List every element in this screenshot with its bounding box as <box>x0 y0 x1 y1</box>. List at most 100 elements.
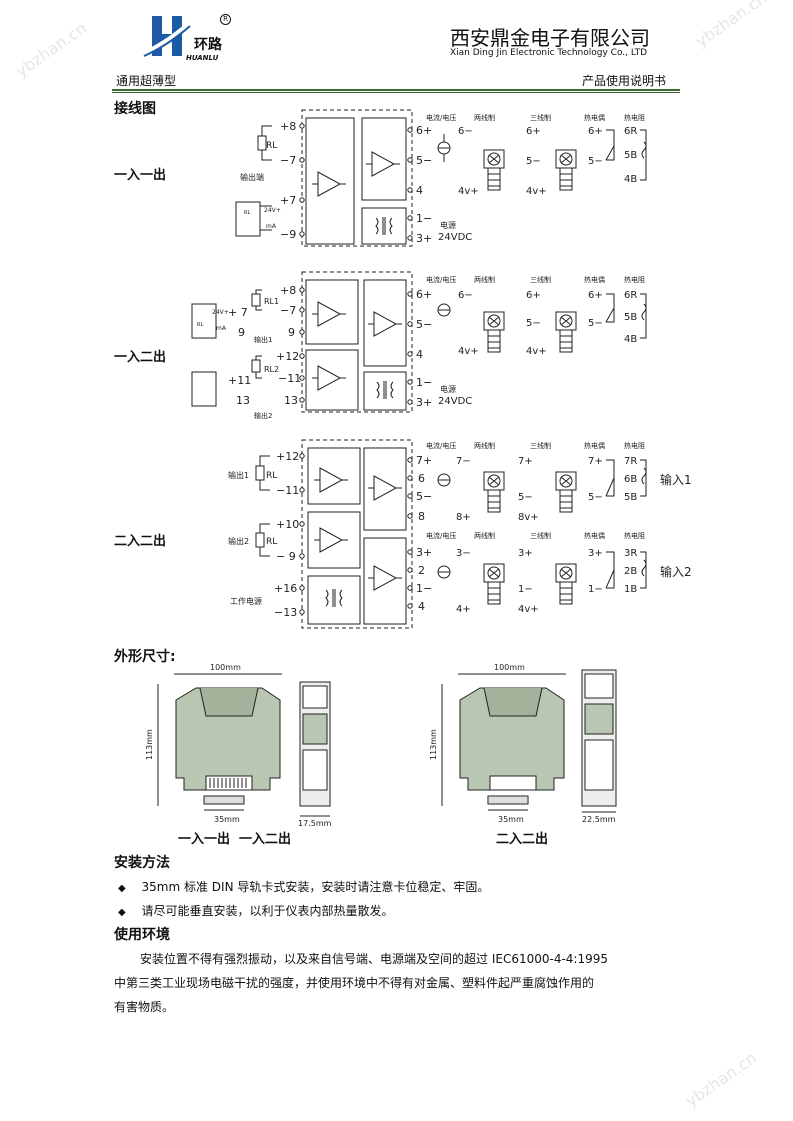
row3-p-top: +16 <box>274 582 297 595</box>
dim-w35-2: 35mm <box>498 815 524 824</box>
module-front-view-1: 17.5mm <box>298 681 332 828</box>
dims-title: 外形尺寸: <box>114 649 176 665</box>
install-title: 安装方法 <box>114 855 170 871</box>
row1-r-4b: 4B <box>624 174 637 185</box>
row3-o1-bot: −11 <box>276 484 299 497</box>
row3-t5: 5− <box>416 490 432 503</box>
row3-t3: 3+ <box>416 546 432 559</box>
row1-r-5b: 5B <box>624 150 637 161</box>
row3-h-rtd-2: 热电阻 <box>624 531 645 540</box>
row2-rl1: RL1 <box>264 297 279 306</box>
row3-out1: 输出1 <box>228 470 249 480</box>
row3-ar-6b: 6B <box>624 474 637 485</box>
row3-t6: 6 <box>418 472 425 485</box>
row1-block-power <box>361 207 407 245</box>
row2-o1-top: +8 <box>280 284 296 297</box>
header-left-label: 通用超薄型 <box>116 74 177 88</box>
install-item-2: ◆ 请尽可能垂直安装，以利于仪表内部热量散发。 <box>118 902 394 919</box>
row1-label: 一入一出 <box>114 168 167 183</box>
install-item-1-text: 35mm 标准 DIN 导轨卡式安装，安装时请注意卡位稳定、牢固。 <box>141 880 490 894</box>
row1-out-label: 输出端 <box>240 172 264 182</box>
row2-c3-6p: 6+ <box>526 290 541 301</box>
row3-in1: 输入1 <box>660 472 692 487</box>
row3-h-2w-2: 两线制 <box>474 531 495 540</box>
row1-t6: 6+ <box>416 124 432 137</box>
row2-tc-6p: 6+ <box>588 290 603 301</box>
row3-ar-7r: 7R <box>624 456 637 467</box>
row3-rl-1: RL <box>266 471 277 481</box>
wiring-diagram: +8 −7 RL 输出端 +7 −9 6+ 5− 4 1− 3+ 电源 24VD… <box>191 109 692 629</box>
row2-out2: 输出2 <box>254 411 272 420</box>
row2-c-6m: 6− <box>458 290 473 301</box>
module-side-view-1: 100mm 113mm 35mm <box>145 663 282 824</box>
row1-h-3w: 三线制 <box>530 113 551 122</box>
row2-t1: 1− <box>416 376 432 389</box>
module-side-view-2: 100mm 113mm 35mm <box>429 663 566 824</box>
row3-h-cv-2: 电流/电压 <box>426 531 456 540</box>
row2-power: 电源 <box>440 384 456 394</box>
row3-o2-top: +10 <box>276 518 299 531</box>
row1-v24: 24V+ <box>264 207 281 214</box>
row2-h-tc: 热电偶 <box>584 275 605 284</box>
row2-r-6r: 6R <box>624 290 637 301</box>
registered-mark: R <box>220 14 231 25</box>
install-item-2-text: 请尽可能垂直安装，以利于仪表内部热量散发。 <box>141 904 394 918</box>
row1-r-6r: 6R <box>624 126 637 137</box>
row3-t7: 7+ <box>416 454 432 467</box>
watermark-bottom-right: ybzhan.cn <box>681 1048 761 1111</box>
row2-l-11: +11 <box>228 374 251 387</box>
row2-out1: 输出1 <box>254 335 272 344</box>
row3-b-3m: 3− <box>456 548 471 559</box>
dim-w100-2: 100mm <box>494 663 525 672</box>
row3-o1-top: +12 <box>276 450 299 463</box>
install-item-1: ◆ 35mm 标准 DIN 导轨卡式安装，安装时请注意卡位稳定、牢固。 <box>118 878 489 895</box>
row3-br-1b: 1B <box>624 584 637 595</box>
row2-t4: 4 <box>416 348 423 361</box>
row3-h-tc-2: 热电偶 <box>584 531 605 540</box>
row3-ar-5b: 5B <box>624 492 637 503</box>
row2-t3: 3+ <box>416 396 432 409</box>
row3-t2: 2 <box>418 564 425 577</box>
company-name-en: Xian Ding Jin Electronic Technology Co.,… <box>450 48 648 58</box>
row1-c3-4v: 4v+ <box>526 186 547 197</box>
row2-c3-4v: 4v+ <box>526 346 547 357</box>
row3-b-4v: 4+ <box>456 604 471 615</box>
row1-block-right <box>361 117 407 201</box>
row3-a-8v: 8+ <box>456 512 471 523</box>
svg-text:RL: RL <box>244 210 250 216</box>
row2-c3-5m: 5− <box>526 318 541 329</box>
row2-t5: 5− <box>416 318 432 331</box>
row3-t1: 1− <box>416 582 432 595</box>
row3-h-rtd: 热电阻 <box>624 441 645 450</box>
env-title: 使用环境 <box>114 927 170 943</box>
dim-w175: 17.5mm <box>298 819 332 828</box>
row1-c-6m: 6− <box>458 126 473 137</box>
header-right-label: 产品使用说明书 <box>582 74 667 88</box>
row1-h-tc: 热电偶 <box>584 113 605 122</box>
row1-t1: 1− <box>416 212 432 225</box>
row3-btc-1m: 1− <box>588 584 603 595</box>
dim-w225: 22.5mm <box>582 815 616 824</box>
row1-out-bot: −7 <box>280 154 296 167</box>
row3-a3-8v: 8v+ <box>518 512 539 523</box>
row3-atc-7p: 7+ <box>588 456 603 467</box>
env-para-line-3: 有害物质。 <box>114 1000 175 1014</box>
row3-atc-5m: 5− <box>588 492 603 503</box>
row2-t6: 6+ <box>416 288 432 301</box>
row1-in-top: +7 <box>280 194 296 207</box>
wiring-title: 接线图 <box>114 101 156 117</box>
row3-br-3r: 3R <box>624 548 637 559</box>
row1-ma: mA <box>266 223 277 230</box>
row2-l-13: 13 <box>236 394 250 407</box>
row2-power-v: 24VDC <box>438 396 472 407</box>
row2-l-7: + 7 <box>228 306 248 319</box>
row3-b3-3p: 3+ <box>518 548 533 559</box>
row2-rl2: RL2 <box>264 365 279 374</box>
row2-h-3w: 三线制 <box>530 275 551 284</box>
logo-icon <box>143 16 191 57</box>
row3-h-2w: 两线制 <box>474 441 495 450</box>
row2-label: 一入二出 <box>114 350 167 365</box>
row3-b3-4v: 4v+ <box>518 604 539 615</box>
row1-h-rtd: 热电阻 <box>624 113 645 122</box>
row2-r-5b: 5B <box>624 312 637 323</box>
